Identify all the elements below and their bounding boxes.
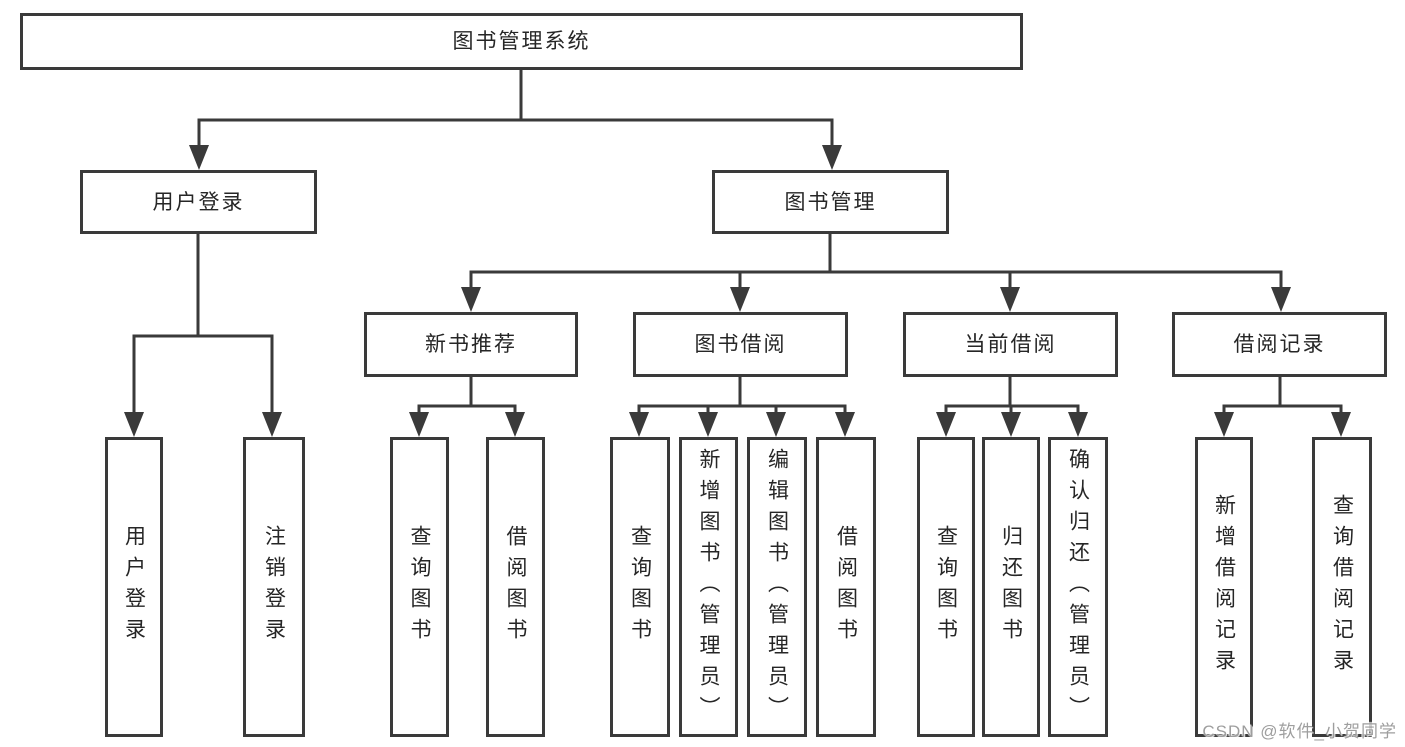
node-leaf-borrow-book-2: 借阅图书: [816, 437, 876, 737]
arrowhead-icon: [936, 412, 956, 437]
node-book-borrow: 图书借阅: [633, 312, 848, 377]
arrowhead-icon: [822, 145, 842, 170]
node-leaf-query-book-1: 查询图书: [390, 437, 449, 737]
node-leaf-borrow-book-1: 借阅图书: [486, 437, 545, 737]
arrowhead-icon: [1331, 412, 1351, 437]
node-leaf-query-book-3: 查询图书: [917, 437, 975, 737]
node-root: 图书管理系统: [20, 13, 1023, 70]
node-book-mgmt: 图书管理: [712, 170, 949, 234]
node-borrow-records: 借阅记录: [1172, 312, 1387, 377]
arrowhead-icon: [189, 145, 209, 170]
node-leaf-user-login: 用户登录: [105, 437, 163, 737]
arrowhead-icon: [1068, 412, 1088, 437]
arrowhead-icon: [505, 412, 525, 437]
arrowhead-icon: [262, 412, 282, 437]
node-leaf-logout: 注销登录: [243, 437, 305, 737]
node-leaf-confirm-return: 确认归还（管理员）: [1048, 437, 1108, 737]
node-leaf-query-book-2: 查询图书: [610, 437, 670, 737]
arrowhead-icon: [730, 287, 750, 312]
node-leaf-add-book: 新增图书（管理员）: [679, 437, 738, 737]
arrowhead-icon: [461, 287, 481, 312]
node-leaf-query-record: 查询借阅记录: [1312, 437, 1372, 737]
node-user-login: 用户登录: [80, 170, 317, 234]
arrowhead-icon: [124, 412, 144, 437]
arrowhead-icon: [1000, 287, 1020, 312]
node-new-book-rec: 新书推荐: [364, 312, 578, 377]
arrowhead-icon: [1214, 412, 1234, 437]
node-current-borrow: 当前借阅: [903, 312, 1118, 377]
node-leaf-add-record: 新增借阅记录: [1195, 437, 1253, 737]
arrowhead-icon: [766, 412, 786, 437]
arrowhead-icon: [1271, 287, 1291, 312]
node-leaf-return-book: 归还图书: [982, 437, 1040, 737]
arrowhead-icon: [409, 412, 429, 437]
arrowhead-icon: [835, 412, 855, 437]
node-leaf-edit-book: 编辑图书（管理员）: [747, 437, 807, 737]
arrowhead-icon: [698, 412, 718, 437]
arrowhead-icon: [629, 412, 649, 437]
arrowhead-icon: [1001, 412, 1021, 437]
